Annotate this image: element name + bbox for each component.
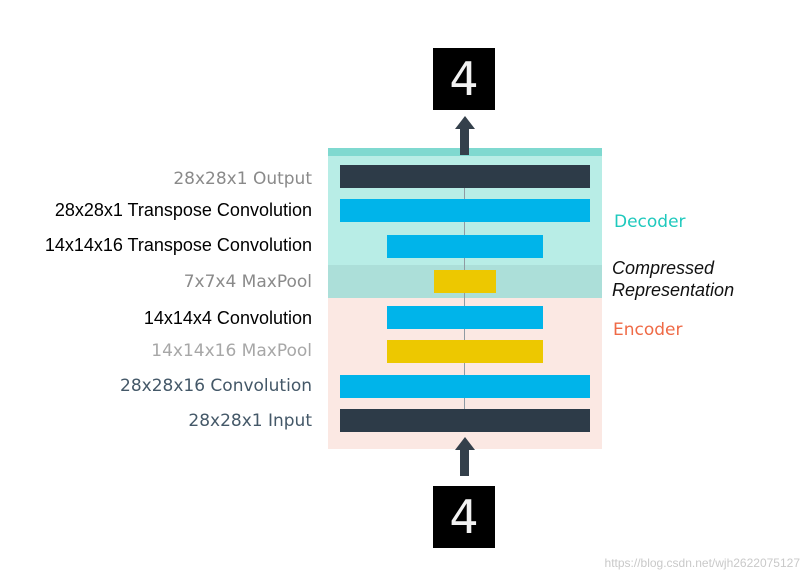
transpose-conv-14-bar bbox=[387, 235, 543, 258]
input-digit-image: 4 bbox=[433, 486, 495, 548]
output-arrow-shaft bbox=[460, 129, 469, 155]
layer-label-input: 28x28x1 Input bbox=[188, 411, 312, 431]
output-layer-bar bbox=[340, 165, 590, 188]
transpose-conv-28-bar bbox=[340, 199, 590, 222]
layer-label-transpose-conv-28: 28x28x1 Transpose Convolution bbox=[54, 200, 312, 220]
input-arrow-head bbox=[455, 437, 475, 450]
layer-label-maxpool-7: 7x7x4 MaxPool bbox=[183, 272, 312, 292]
output-arrow-head bbox=[455, 116, 475, 129]
center-axis-line bbox=[464, 188, 465, 416]
compressed-label-line2: Representation bbox=[612, 280, 735, 300]
layer-label-transpose-conv-14: 14x14x16 Transpose Convolution bbox=[44, 235, 312, 255]
output-digit-image: 4 bbox=[433, 48, 495, 110]
compressed-representation-label: Compressed Representation bbox=[612, 257, 772, 301]
watermark: https://blog.csdn.net/wjh2622075127 bbox=[604, 556, 800, 570]
decoder-label: Decoder bbox=[614, 212, 686, 232]
encoder-label: Encoder bbox=[613, 320, 683, 340]
conv-28x28x16-bar bbox=[340, 375, 590, 398]
layer-label-conv-28x28x16: 28x28x16 Convolution bbox=[120, 376, 312, 396]
maxpool-7-bar bbox=[434, 270, 496, 293]
conv-14x14x4-bar bbox=[387, 306, 543, 329]
compressed-label-line1: Compressed bbox=[612, 258, 715, 278]
layer-label-output: 28x28x1 Output bbox=[173, 169, 312, 189]
input-layer-bar bbox=[340, 409, 590, 432]
input-arrow-shaft bbox=[460, 450, 469, 476]
maxpool-14-bar bbox=[387, 340, 543, 363]
layer-label-maxpool-14: 14x14x16 MaxPool bbox=[151, 341, 312, 361]
layer-label-conv-14x14x4: 14x14x4 Convolution bbox=[143, 308, 312, 328]
